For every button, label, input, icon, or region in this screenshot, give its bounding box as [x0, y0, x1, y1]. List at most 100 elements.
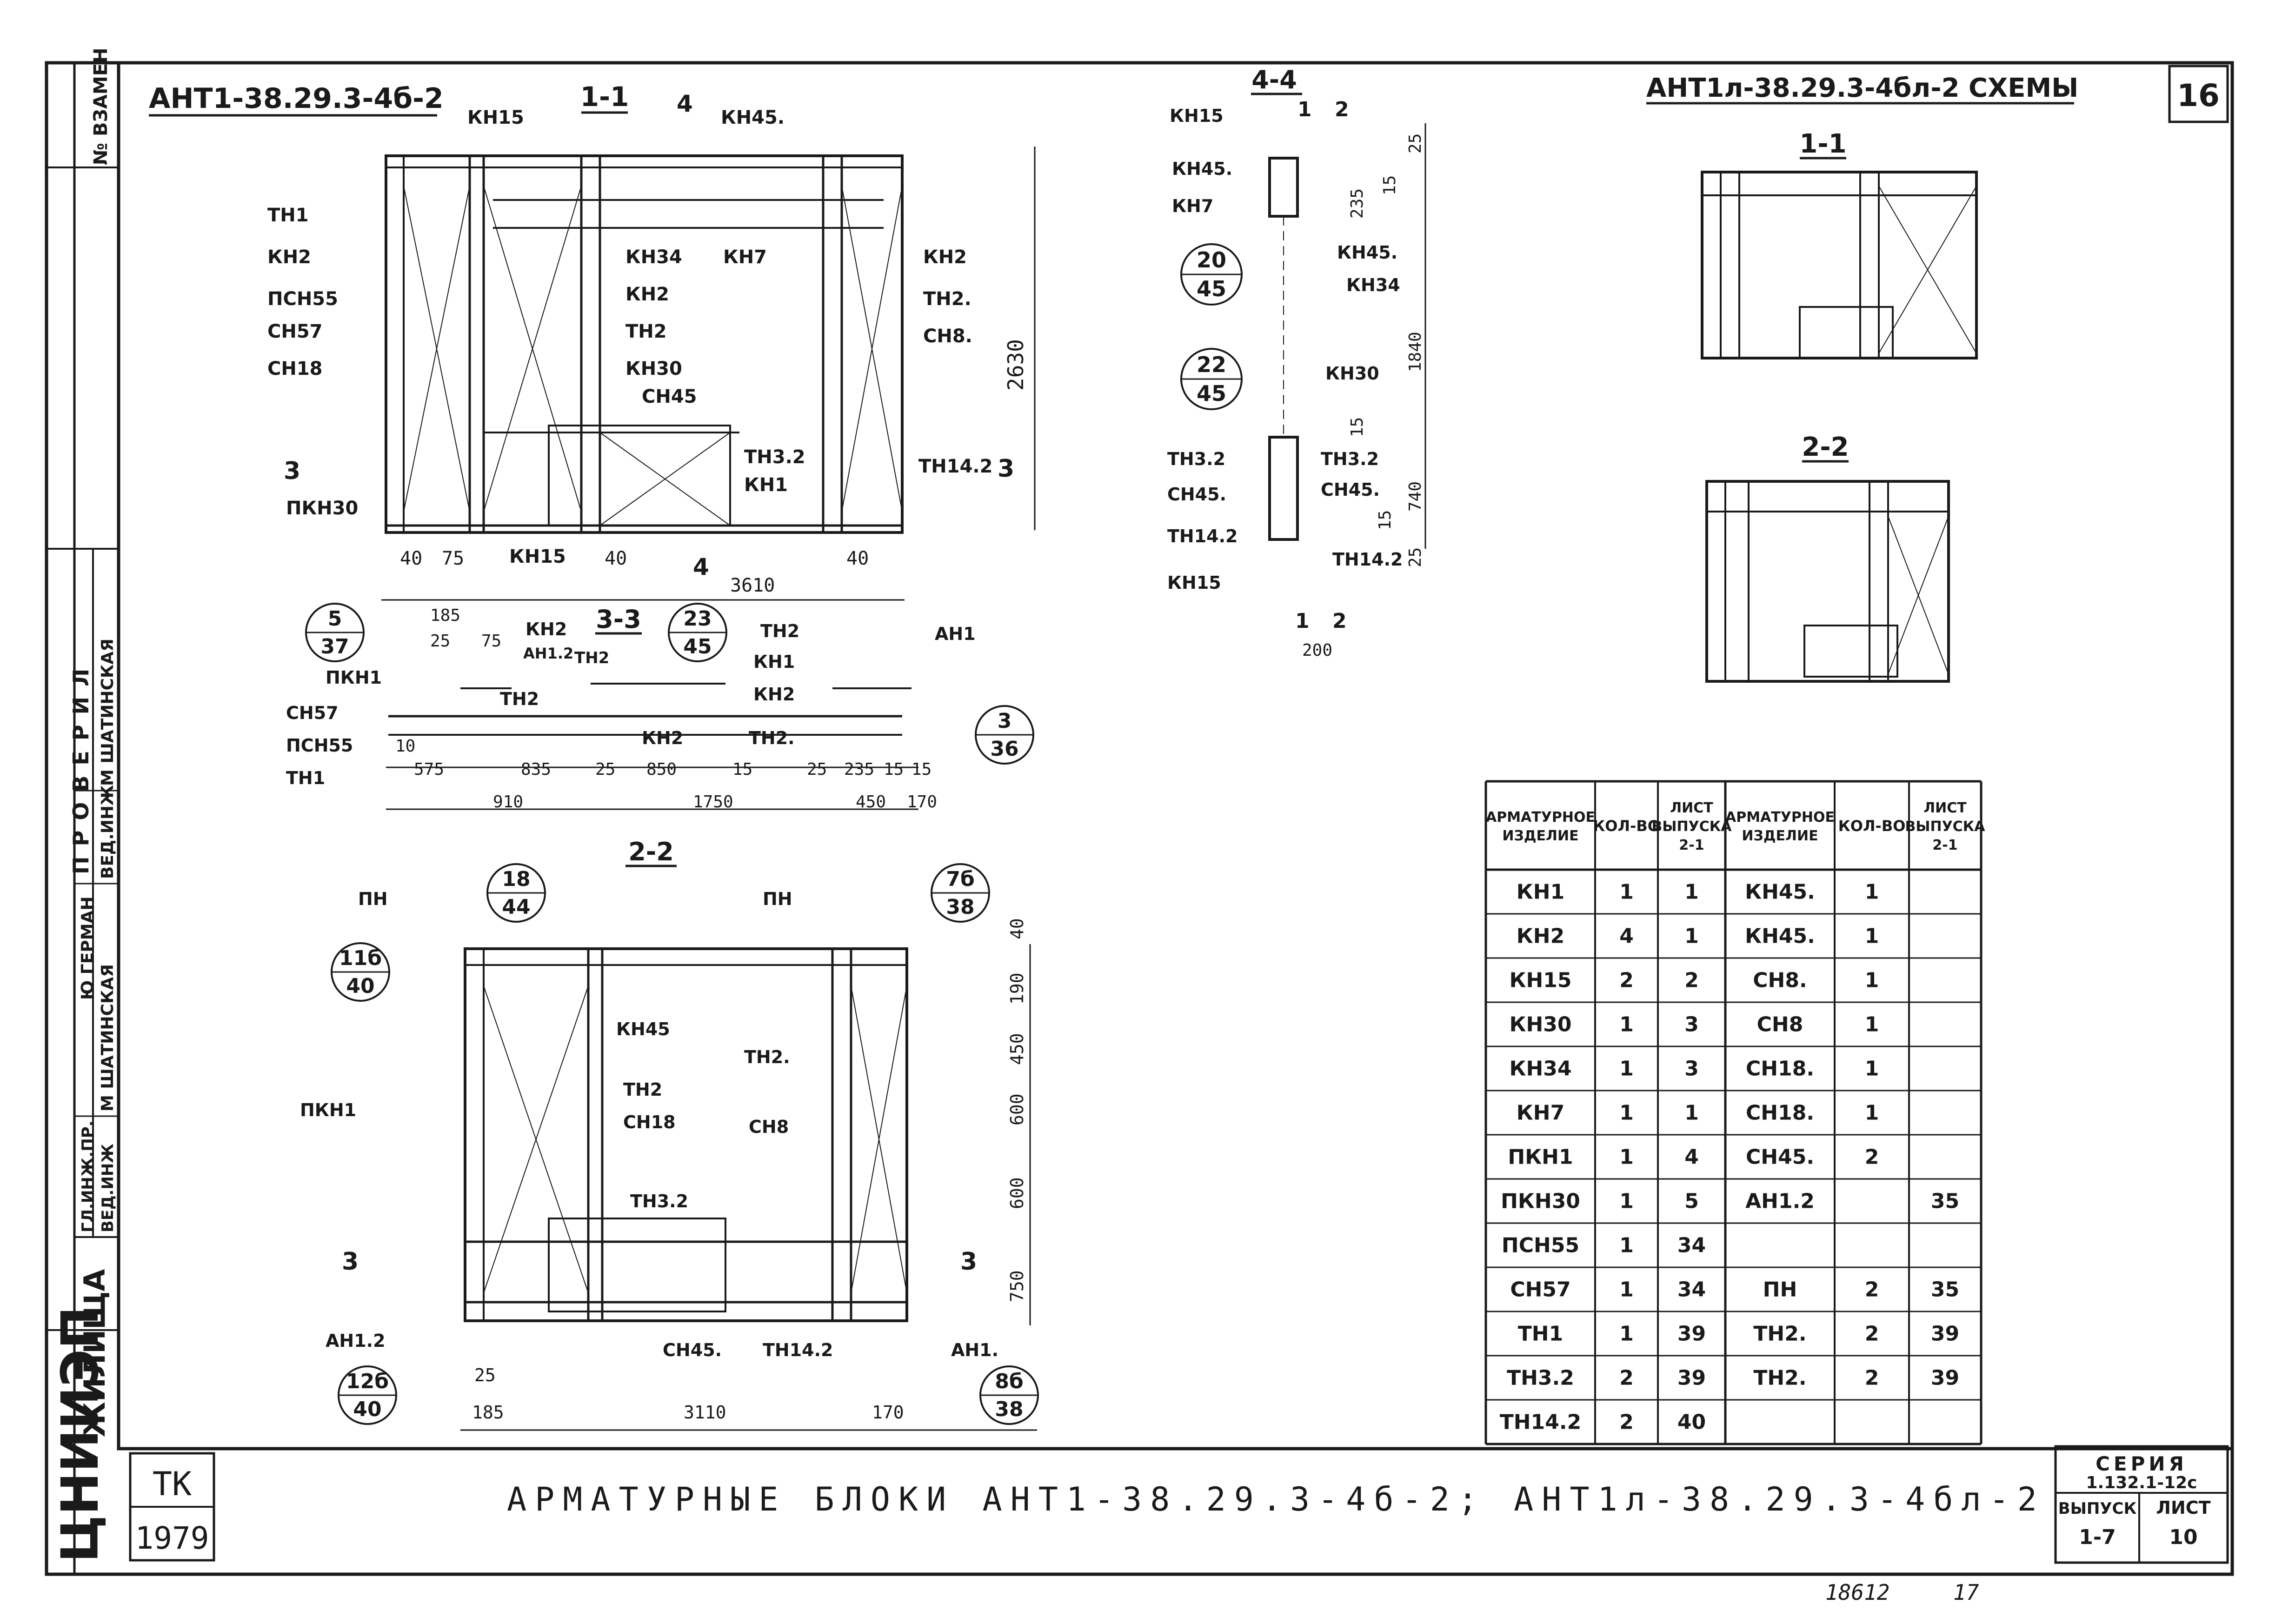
view-1-1: 1-1 ТН1 КН2 ПСН55 СН57 СН18 КН15 [267, 81, 1036, 601]
table-header-1: КОЛ-ВО [1593, 817, 1660, 835]
v1-label-kn15-top: КН15 [467, 107, 524, 128]
section-3-3-title: 3-3 [596, 605, 641, 634]
table-header-5-line-2: 2-1 [1932, 837, 1957, 853]
v3-dim-910: 910 [493, 792, 523, 812]
table-cell-6-4: 2 [1865, 1145, 1879, 1169]
v2-label-an1: АН1. [951, 1340, 998, 1360]
footer-num-2: 17 [1953, 1580, 1979, 1605]
svg-text:38: 38 [995, 1398, 1023, 1421]
v2-label-kn45: КН45 [616, 1019, 670, 1039]
table-cell-12-1: 2 [1619, 1411, 1634, 1434]
section-4-4-title: 4-4 [1251, 65, 1297, 94]
scheme-2-2-title: 2-2 [1802, 432, 1849, 462]
v3-label-sn57: СН57 [286, 703, 339, 723]
header-left: АНТ1-38.29.3-4б-2 [149, 82, 444, 115]
table-cell-10-4: 2 [1865, 1322, 1879, 1346]
v1-label-kn2c: КН2 [625, 284, 669, 305]
callout-5-37: 537 [305, 603, 365, 662]
spec-table: АРМАТУРНОЕИЗДЕЛИЕКОЛ-ВОЛИСТВЫПУСКА2-1АРМ… [1484, 780, 1986, 1445]
table-cell-10-1: 1 [1619, 1322, 1634, 1346]
v4-dim-25b: 25 [1406, 547, 1425, 567]
v1-label-psn55: ПСН55 [267, 288, 338, 310]
v1-label-th2-right: ТН2. [923, 288, 971, 310]
table-cell-12-0: ТН14.2 [1500, 1411, 1581, 1434]
v1-label-pkn30: ПКН30 [286, 498, 358, 519]
v1-label-kn1: КН1 [744, 474, 788, 496]
table-cell-8-2: 34 [1677, 1234, 1706, 1258]
table-cell-0-0: КН1 [1517, 880, 1564, 904]
view-3-3: 3-3 ПКН1 СН57 ПСН55 ТН1 КН2 АН1.2 ТН2 ТН… [286, 605, 976, 812]
stamp-name-1: Ю ГЕРМАН [78, 896, 97, 1000]
v3-label-th2a: ТН2 [574, 649, 609, 667]
table-cell-7-0: ПКН30 [1501, 1190, 1580, 1213]
svg-text:40: 40 [353, 1398, 381, 1421]
v2-dim-450: 450 [1007, 1033, 1027, 1065]
v1-section-mark-3-right: 3 [998, 455, 1014, 483]
v3-dim-10: 10 [395, 737, 415, 756]
table-cell-1-3: КН45. [1745, 925, 1815, 948]
v1-label-tn1: ТН1 [267, 205, 309, 226]
table-header-4: КОЛ-ВО [1838, 817, 1906, 835]
svg-text:18: 18 [502, 867, 530, 891]
title-seria-label: СЕРИЯ [2096, 1452, 2188, 1475]
svg-text:36: 36 [990, 737, 1018, 761]
v2-label-th2a: ТН2. [744, 1047, 790, 1067]
stamp-gl: ГЛ.ИНЖ.ПР. [79, 1120, 97, 1232]
v2-label-pkn1: ПКН1 [300, 1100, 356, 1120]
table-cell-5-3: СН18. [1746, 1101, 1814, 1125]
table-cell-2-1: 2 [1619, 969, 1634, 992]
v2-dim-25: 25 [474, 1365, 496, 1385]
v3-dim-170: 170 [907, 792, 937, 812]
v2-label-pn-left: ПН [358, 889, 388, 909]
v4-label-kn7: КН7 [1172, 196, 1213, 216]
v4-dim-15: 15 [1380, 175, 1399, 195]
inner-frame [117, 61, 2234, 1451]
v1-dim-3610: 3610 [730, 575, 775, 596]
table-cell-2-2: 2 [1684, 969, 1699, 992]
v4-label-th32b: ТН3.2 [1321, 449, 1379, 469]
v2-label-pn-right: ПН [763, 889, 792, 909]
table-cell-1-2: 1 [1684, 925, 1699, 948]
v2-dim-600b: 600 [1007, 1177, 1027, 1209]
table-cell-5-2: 1 [1684, 1101, 1699, 1125]
v1-dim-2630: 2630 [1003, 339, 1028, 391]
v4-dim-200: 200 [1302, 641, 1332, 660]
table-cell-0-4: 1 [1865, 880, 1879, 904]
svg-text:37: 37 [320, 635, 349, 659]
table-cell-7-2: 5 [1684, 1190, 1699, 1213]
table-header-3-line-1: ИЗДЕЛИЕ [1742, 828, 1818, 844]
v4-label-kn15: КН15 [1170, 106, 1224, 126]
table-cell-3-1: 1 [1619, 1013, 1634, 1037]
title-year: 1979 [135, 1520, 209, 1556]
table-header-2-line-1: ВЫПУСКА [1652, 819, 1732, 835]
table-cell-11-5: 39 [1931, 1366, 1959, 1390]
v4-mark-1-bot: 1 [1295, 609, 1310, 633]
table-cell-0-3: КН45. [1745, 880, 1815, 904]
v4-mark-2-top: 2 [1335, 98, 1349, 121]
v1-section-mark-4-top: 4 [677, 90, 693, 117]
v2-section-mark-3-right: 3 [960, 1248, 977, 1276]
svg-text:40: 40 [346, 974, 374, 998]
table-cell-3-2: 3 [1684, 1013, 1699, 1037]
table-cell-2-0: КН15 [1509, 969, 1571, 992]
section-1-1-title: 1-1 [580, 81, 629, 113]
v3-label-kn2c: КН2 [753, 684, 795, 705]
table-header-5-line-1: ВЫПУСКА [1905, 819, 1986, 835]
view-4-4: 4-4 КН15 КН45. КН7 КН45. КН34 КН30 ТН3.2… [1167, 65, 1426, 660]
table-cell-10-0: ТН1 [1518, 1322, 1563, 1346]
v4-mark-1-top: 1 [1297, 98, 1312, 121]
sheet-number-box [2168, 65, 2229, 123]
v3-dim-15: 15 [732, 760, 752, 779]
table-cell-6-3: СН45. [1746, 1145, 1814, 1169]
footer-num-1: 18612 [1825, 1580, 1889, 1605]
title-seria: 1.132.1-12с [2086, 1473, 2197, 1492]
v2-dim-170: 170 [872, 1402, 904, 1423]
schemes: 1-1 2-2 [1701, 129, 1978, 683]
callout-3-36: 336 [975, 705, 1034, 765]
